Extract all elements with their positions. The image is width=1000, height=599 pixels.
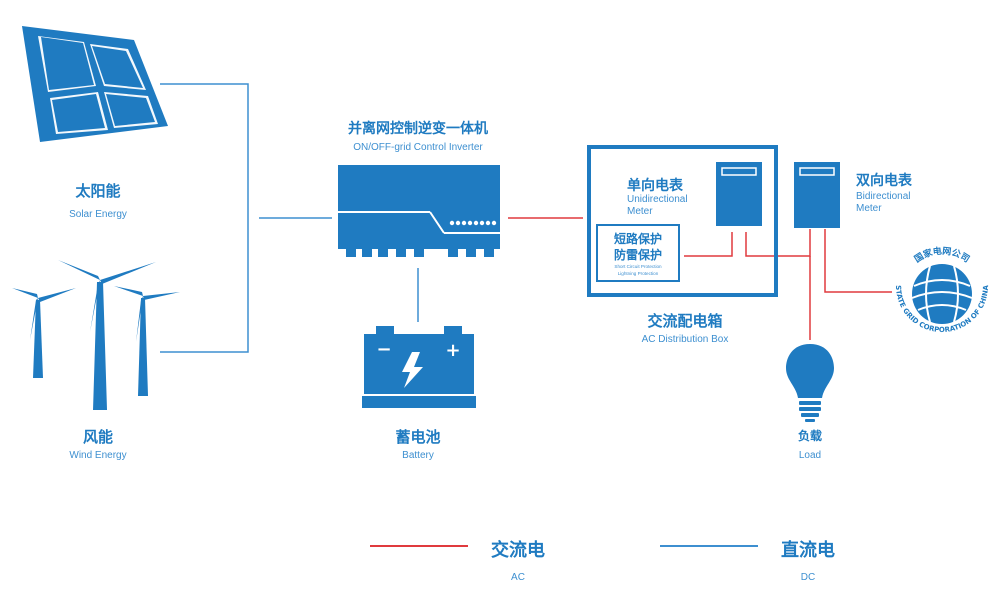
legend-ac-zh: 交流电: [491, 539, 545, 561]
protection-label-en2: Lightning Protection: [618, 271, 659, 276]
bi-meter-label-en1: Bidirectional: [856, 191, 910, 202]
meter-icon: [716, 162, 762, 226]
legend-ac-en: AC: [511, 572, 525, 583]
solar-label-en: Solar Energy: [69, 209, 127, 220]
legend-dc-en: DC: [801, 572, 815, 583]
load-label-zh: 负载: [798, 428, 822, 443]
battery-minus: −: [376, 339, 391, 360]
battery-plus: +: [445, 340, 460, 361]
state-grid-logo: 国家电网公司 STATE GRID CORPORATION OF CHINA: [894, 245, 990, 334]
state-grid-zh: 国家电网公司: [913, 245, 972, 265]
dc-wiring: [160, 83, 419, 353]
battery-label-zh: 蓄电池: [395, 428, 440, 446]
distribution-box-label-en: AC Distribution Box: [642, 334, 729, 345]
load-label-en: Load: [799, 450, 821, 461]
protection-label-en1: Short Circuit Protection: [614, 264, 662, 269]
bi-meter-label-en2: Meter: [856, 203, 882, 214]
uni-meter-label-zh: 单向电表: [627, 177, 684, 194]
uni-meter-label-en1: Unidirectional: [627, 194, 688, 205]
legend: 交流电 AC 直流电 DC: [370, 539, 835, 583]
light-bulb-icon: [786, 344, 834, 422]
ac-line-to-grid: [824, 229, 892, 293]
bi-meter-label-zh: 双向电表: [856, 172, 913, 189]
distribution-box-label-zh: 交流配电箱: [647, 312, 722, 330]
ac-line-protection-meter: [684, 232, 733, 257]
protection-label-zh2: 防雷保护: [614, 247, 662, 262]
protection-label-zh1: 短路保护: [614, 231, 662, 246]
wind-label-zh: 风能: [83, 428, 113, 446]
wind-label-en: Wind Energy: [69, 450, 126, 461]
dc-line-solar: [160, 83, 249, 353]
solar-label-zh: 太阳能: [75, 182, 120, 200]
wind-turbine-icon: [12, 260, 180, 410]
bi-meter-icon: [794, 162, 840, 228]
solar-panel-icon: [22, 26, 168, 142]
distribution-box-frame: [587, 145, 778, 297]
battery-label-en: Battery: [402, 450, 434, 461]
inverter-label-zh: 并离网控制逆变一体机: [348, 120, 488, 137]
battery-icon: [362, 326, 476, 408]
inverter-label-en: ON/OFF-grid Control Inverter: [353, 142, 483, 153]
uni-meter-label-en2: Meter: [627, 206, 653, 217]
protection-box: [596, 224, 680, 282]
inverter-icon: [338, 165, 500, 257]
legend-dc-zh: 直流电: [781, 539, 835, 561]
